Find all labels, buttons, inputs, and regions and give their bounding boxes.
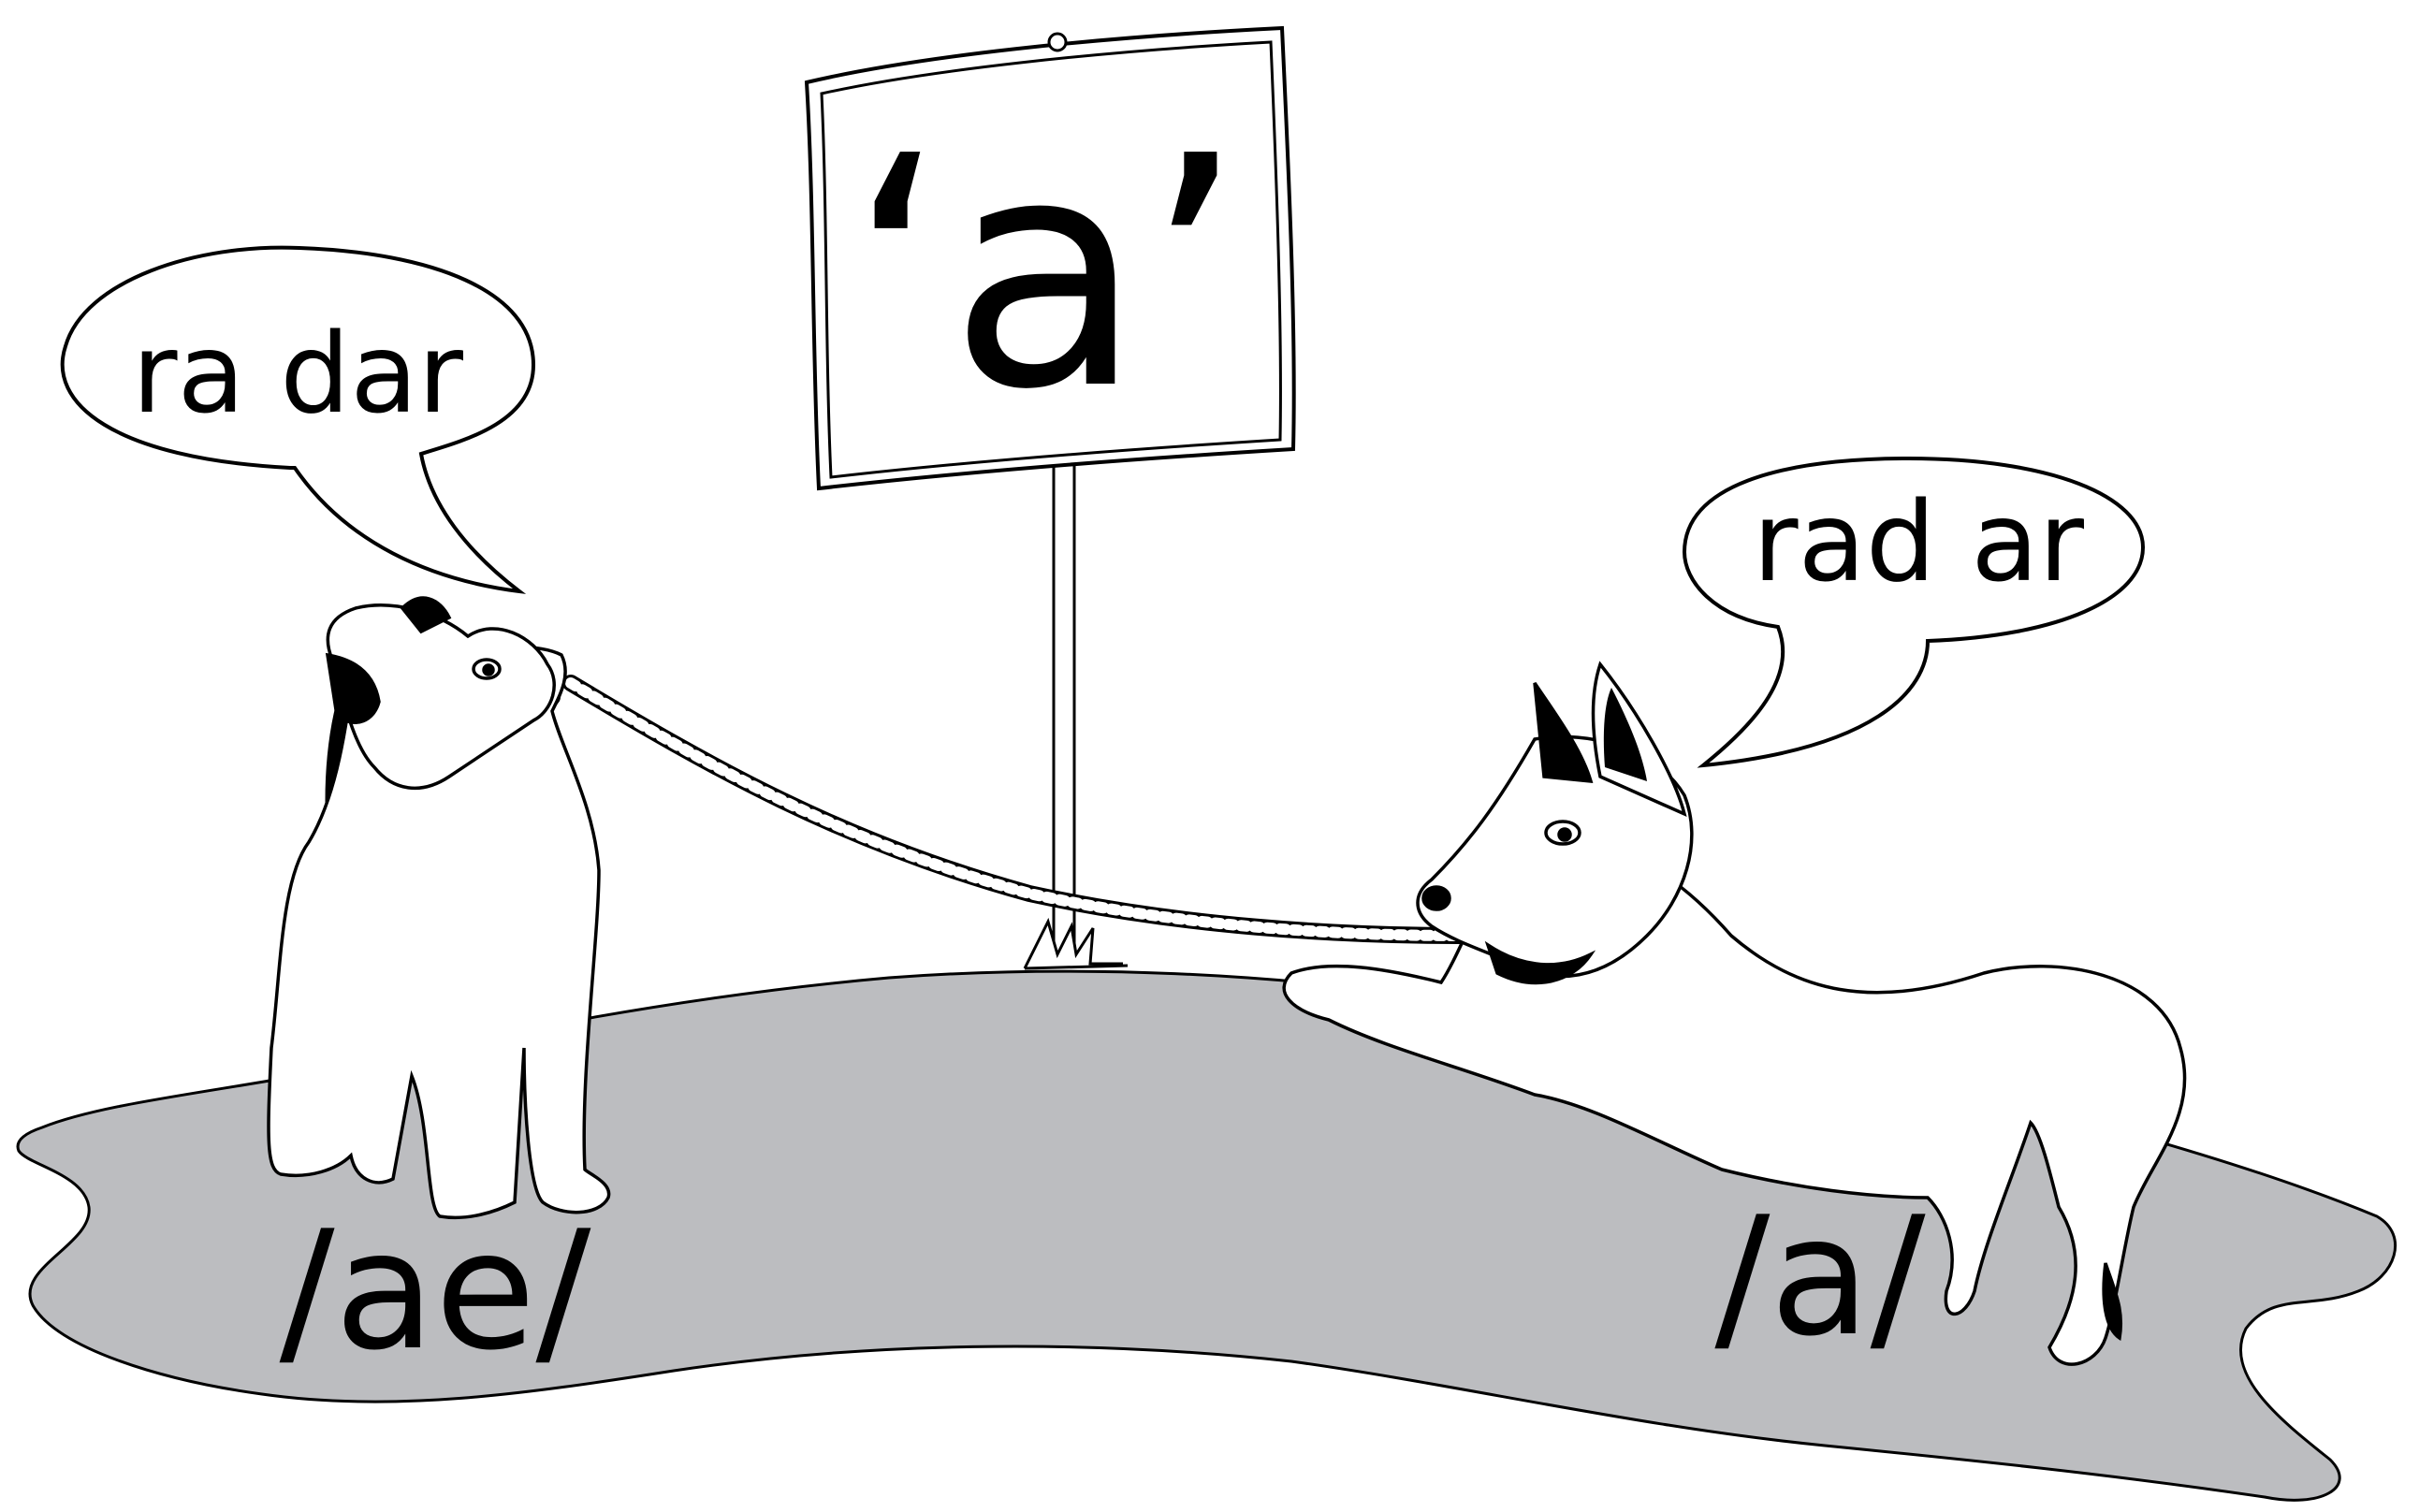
dog-speech-text: rad ar	[1753, 477, 2085, 606]
dog-nose	[1421, 885, 1451, 911]
dog-ear-left	[1533, 682, 1594, 783]
dog	[1282, 661, 2187, 1366]
sign-board	[804, 25, 1296, 491]
grass-tuft	[1023, 917, 1123, 969]
dog-phoneme-label: /a/	[1714, 1183, 1925, 1373]
signpost: ‘a’	[804, 25, 1296, 970]
sign-pole	[1052, 452, 1076, 966]
sign-text: ‘a’	[848, 89, 1246, 459]
sign-nail	[1047, 32, 1068, 52]
cat-speech-text: ra dar	[132, 309, 464, 438]
cat-speech-bubble: ra dar	[60, 245, 536, 594]
cat-phoneme-label: /ae/	[280, 1197, 591, 1387]
dog-mouth	[1484, 940, 1596, 985]
cat-ear-left	[325, 652, 381, 724]
cat-ear-right	[400, 596, 452, 634]
dog-tail-tip	[2102, 1262, 2123, 1341]
cat-body	[267, 645, 611, 1220]
dog-speech-bubble: rad ar	[1682, 456, 2146, 768]
cat-head	[326, 603, 556, 791]
cat	[267, 596, 611, 1220]
